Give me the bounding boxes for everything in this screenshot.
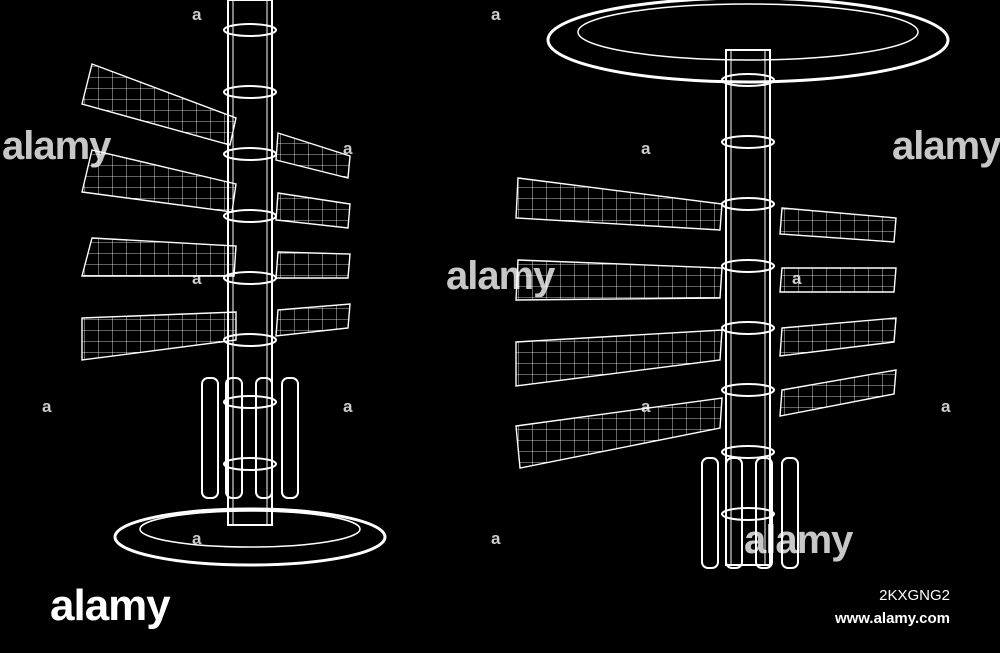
station-module — [255, 377, 273, 499]
solar-panel — [275, 132, 351, 179]
image-id: 2KXGNG2 — [879, 587, 950, 604]
solar-panel — [515, 259, 723, 301]
station-view-right — [515, 0, 950, 569]
station-view-left — [81, 0, 387, 567]
site-url: www.alamy.com — [834, 610, 950, 627]
solar-panel — [515, 177, 723, 231]
station-module — [721, 507, 775, 521]
solar-panel — [81, 63, 237, 146]
watermark-mark: a — [192, 5, 202, 24]
station-module — [113, 507, 387, 567]
watermark-mark: a — [192, 269, 202, 288]
station-module — [223, 457, 277, 471]
watermark-mark: a — [641, 397, 651, 416]
station-module — [201, 377, 219, 499]
solar-panel — [81, 311, 237, 361]
watermark: alamy — [446, 254, 555, 298]
station-module — [721, 445, 775, 459]
station-module — [546, 0, 950, 84]
station-module — [577, 3, 919, 61]
station-module — [721, 321, 775, 335]
alamy-logo: alamy — [50, 581, 171, 630]
station-module — [223, 147, 277, 161]
station-module — [225, 377, 243, 499]
station-module — [725, 49, 771, 566]
solar-panel — [275, 303, 351, 337]
station-module — [223, 23, 277, 37]
watermark-mark: a — [192, 529, 202, 548]
solar-panel — [81, 237, 237, 277]
station-module — [701, 457, 719, 569]
watermark-mark: a — [343, 139, 353, 158]
watermark-mark: a — [941, 397, 951, 416]
watermark: alamy — [892, 124, 1000, 168]
watermark-mark: a — [491, 5, 501, 24]
station-module — [721, 259, 775, 273]
station-module — [721, 383, 775, 397]
station-module — [725, 457, 743, 569]
solar-panel — [779, 369, 897, 417]
solar-panel — [779, 317, 897, 357]
station-module — [223, 395, 277, 409]
solar-panel — [515, 329, 723, 387]
station-module — [755, 457, 773, 569]
station-module — [781, 457, 799, 569]
station-module — [139, 510, 361, 548]
solar-panel — [515, 397, 723, 469]
solar-panel — [275, 192, 351, 229]
station-module — [223, 85, 277, 99]
station-module — [721, 197, 775, 211]
station-module — [721, 135, 775, 149]
watermark: alamy — [744, 518, 853, 562]
station-module — [281, 377, 299, 499]
watermark-mark: a — [42, 397, 52, 416]
watermark-mark: a — [641, 139, 651, 158]
watermark-mark: a — [343, 397, 353, 416]
solar-panel — [275, 251, 351, 279]
solar-panel — [779, 267, 897, 293]
solar-panel — [779, 207, 897, 243]
solar-panel — [81, 149, 237, 213]
watermark-mark: a — [491, 529, 501, 548]
watermark-mark: a — [792, 269, 802, 288]
station-module — [721, 73, 775, 87]
watermark: alamy — [2, 124, 111, 168]
